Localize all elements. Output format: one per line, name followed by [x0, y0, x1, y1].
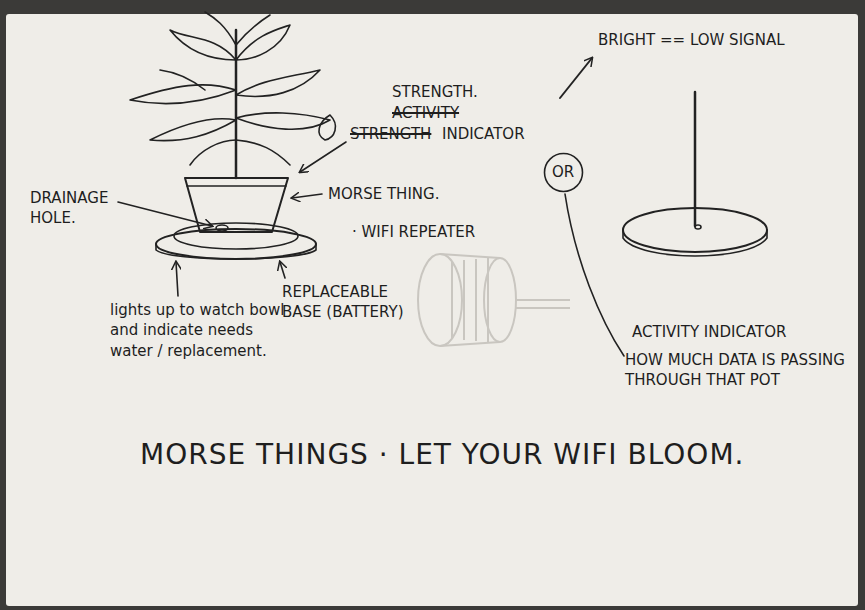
handwritten-note: MORSE THING. — [328, 184, 439, 204]
page-title: MORSE THINGS · LET YOUR WIFI BLOOM. — [140, 438, 744, 471]
handwritten-note: REPLACEABLE BASE (BATTERY) — [282, 282, 432, 323]
handwritten-note: INDICATOR — [442, 124, 525, 144]
handwritten-note: STRENGTH — [350, 124, 431, 144]
handwritten-note: BRIGHT == LOW SIGNAL — [598, 30, 785, 50]
handwritten-note: lights up to watch bowl and indicate nee… — [110, 300, 295, 361]
handwritten-note: · WIFI REPEATER — [352, 222, 475, 242]
handwritten-note: ACTIVITY — [392, 103, 459, 123]
handwritten-note: ACTIVITY INDICATOR — [632, 322, 786, 342]
handwritten-note: HOW MUCH DATA IS PASSING THROUGH THAT PO… — [625, 350, 855, 391]
circle-text: OR — [552, 163, 574, 181]
handwritten-note: DRAINAGE HOLE. — [30, 188, 140, 229]
handwritten-note: STRENGTH. — [392, 82, 478, 102]
circled-note: OR — [543, 152, 584, 193]
